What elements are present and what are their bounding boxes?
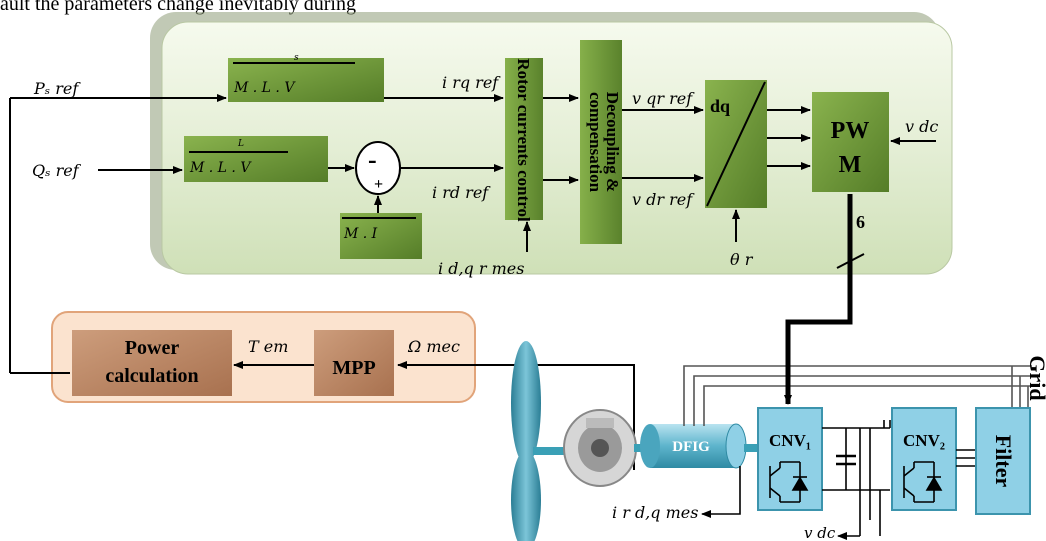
filter-block: Filter [975,407,1031,515]
dq-transform-block: dq [705,80,767,208]
gain-block-p: s M . L . V [228,53,384,102]
control-wiring [9,94,936,373]
tem-label: T em [248,337,288,356]
vdr-ref-label: v dr ref [632,190,695,209]
rotor-control-label: Rotor currents control [514,58,533,222]
grid-label: Grid [1025,355,1046,400]
p-ref-label: Pₛ ref [33,79,81,98]
measurement-wiring [701,466,860,540]
dc-link [822,420,891,536]
power-calc-label-a: Power [125,337,180,359]
pwm-block: PW M [812,92,889,192]
turbine-blades-icon [511,341,583,541]
gain3-denominator: M . I [343,226,378,242]
vdc-label: v dc [905,117,938,136]
decoupling-label-a: Decoupling & [603,92,622,193]
dfig-generator: DFIG [640,423,747,469]
dq-label: dq [710,96,730,116]
cnv2-label: CNV₂ [903,431,945,450]
pwm-count-label: 6 [856,212,865,232]
converter-cnv2: CNV₂ [891,407,957,511]
filter-wires [956,449,976,467]
ird-ref-label: i rd ref [432,183,491,202]
power-calc-label-b: calculation [105,365,198,387]
rotor-currents-control-block: Rotor currents control [505,58,543,222]
gain2-numerator: L [237,139,244,149]
summing-junction: - + [355,141,401,195]
gain1-denominator: M . L . V [233,80,296,96]
igbt-diode-icon-2 [903,461,943,503]
decoupling-label-b: compensation [586,92,605,193]
pwm-label-a: PW [831,118,870,144]
sum-plus-sign: + [374,176,383,193]
pwm-gate-signals [784,194,865,405]
decoupling-block: Decoupling & compensation [580,40,622,244]
pwm-label-b: M [839,152,862,178]
q-ref-label: Qₛ ref [32,161,82,180]
gearbox-icon [563,409,637,487]
vdc-bottom-label: v dc [804,524,836,541]
rotor-shaft-icon [744,444,764,452]
gain2-denominator: M . L . V [189,160,252,176]
omega-label: Ω mec [407,337,460,356]
gain-block-offset: M . I [340,213,422,259]
theta-label: θ r [730,250,754,269]
grid-wires [683,365,1032,428]
filter-label: Filter [991,435,1016,488]
igbt-diode-icon [769,461,809,503]
ir-mes-label: i r d,q mes [612,503,698,522]
vqr-ref-label: v qr ref [632,89,695,108]
irq-ref-label: i rq ref [442,73,501,92]
sum-minus-sign: - [368,145,377,174]
power-panel: Power calculation MPP T em Ω mec [51,311,476,403]
mpp-label: MPP [332,357,375,379]
caption-fragment: ault the parameters change inevitably du… [0,0,356,15]
gain-block-q: L M . L . V [184,136,328,182]
idq-mes-label: i d,q r mes [438,259,524,278]
gain1-numerator: s [294,53,299,63]
dfig-label: DFIG [672,439,710,455]
converter-cnv1: CNV₁ [757,407,823,511]
cnv1-label: CNV₁ [769,431,811,450]
